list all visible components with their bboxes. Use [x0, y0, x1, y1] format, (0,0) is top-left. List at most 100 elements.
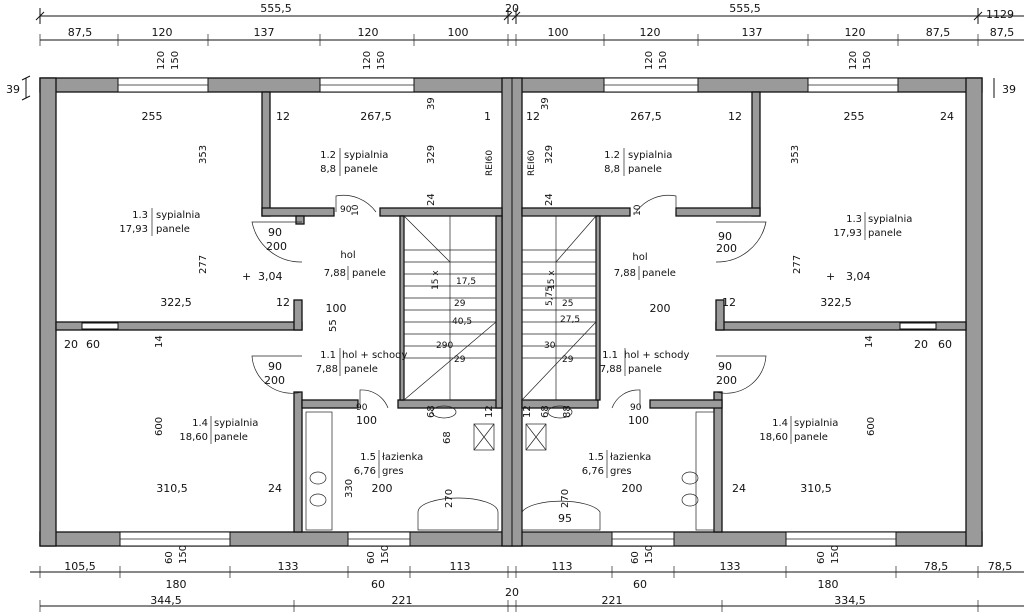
dim-label: 344,5: [150, 594, 182, 607]
stair-label: 29: [454, 299, 466, 309]
dim-label: 90: [340, 205, 352, 215]
fire-rating-label: REI60: [527, 150, 537, 176]
dim-label: 100: [548, 26, 569, 39]
dim-label: 277: [792, 255, 803, 274]
dim-label: 12: [728, 110, 742, 123]
dim-label: 600: [866, 417, 877, 436]
stair-label: 29: [454, 355, 466, 365]
dim-label: 200: [716, 374, 737, 387]
dim-left-wall: 39: [6, 83, 20, 96]
dim-label: 10: [633, 204, 643, 216]
room-floor: panele: [352, 268, 386, 279]
bottom-dimensions: 105,5 133 113 113 133 78,5 78,5 60 150 6…: [30, 545, 1024, 612]
dim-label: 12: [522, 405, 533, 418]
dim-label: 137: [254, 26, 275, 39]
dim-label: 68: [540, 405, 551, 418]
dim-label: 353: [790, 145, 801, 164]
dim-label: 277: [198, 255, 209, 274]
room-floor: gres: [382, 466, 404, 477]
room-area: 6,76: [354, 466, 376, 477]
dim-label: 90: [356, 403, 368, 413]
dim-label: 120: [358, 26, 379, 39]
bathroom-fixtures: [305, 405, 715, 531]
stair-label: 5,75: [545, 286, 555, 306]
dim-label: 200: [622, 482, 643, 495]
dim-label: 329: [426, 145, 437, 164]
room-number: 1.3: [132, 210, 148, 221]
dim-label: 221: [602, 594, 623, 607]
dim-label: 24: [268, 482, 282, 495]
dim-label: 120: [845, 26, 866, 39]
dim-label: 90: [268, 226, 282, 239]
room-area: 7,88: [600, 364, 622, 375]
stairs-right: [521, 215, 597, 401]
dim-window-height: 150: [380, 545, 391, 564]
dim-label: 120: [640, 26, 661, 39]
left-stairs-labels: 15 x 17,5 29 40,5 290 29: [431, 270, 476, 365]
stair-label: 290: [436, 341, 453, 351]
dim-label: 12: [276, 110, 290, 123]
dim-label: 87,5: [68, 26, 93, 39]
dim-label: 12: [276, 296, 290, 309]
outer-walls: [39, 77, 983, 547]
room-name: łazienka: [382, 452, 423, 463]
room-number: 1.1: [320, 350, 336, 361]
dim-label: 87,5: [926, 26, 951, 39]
room-floor: panele: [214, 432, 248, 443]
bottom-windows: [119, 531, 897, 547]
room-number: 1.4: [192, 418, 208, 429]
dim-label: 267,5: [360, 110, 392, 123]
dim-label: 14: [154, 335, 165, 348]
room-area: 18,60: [759, 432, 788, 443]
dim-label: 137: [742, 26, 763, 39]
dim-label: 329: [544, 145, 555, 164]
room-name: łazienka: [610, 452, 651, 463]
door-swings: [251, 195, 767, 409]
dim-label: 1: [484, 110, 491, 123]
dim-label: 60: [86, 338, 100, 351]
dim-label: 55: [328, 319, 339, 332]
dim-label: 180: [166, 578, 187, 591]
dim-label: 10: [351, 204, 361, 216]
dim-label: 90: [268, 360, 282, 373]
dim-window-height: 120: [156, 51, 167, 70]
level-mark-icon: +: [242, 270, 251, 283]
dim-label: 20: [64, 338, 78, 351]
right-internal-walls: [521, 91, 967, 533]
level-mark-icon: +: [826, 270, 835, 283]
stairs-left: [403, 215, 497, 401]
dim-label: 180: [818, 578, 839, 591]
room-floor: panele: [794, 432, 828, 443]
level-mark: 3,04: [258, 270, 283, 283]
dim-window-height: 150: [658, 51, 669, 70]
dim-label: 330: [344, 479, 355, 498]
stair-label: 15 x: [431, 270, 441, 290]
stair-label: 15 x: [547, 270, 557, 290]
left-inner-dims: 255 12 267,5 39 1 353 329 24 277 322,5 1…: [64, 97, 495, 508]
dim-label: 255: [142, 110, 163, 123]
dim-label: 39: [426, 97, 437, 110]
right-inner-dims: 39 12 267,5 12 255 24 353 329 24 REI60 9…: [522, 97, 954, 525]
dim-label: 270: [444, 489, 455, 508]
right-stairs-labels: 15 x 5,75 25 27,5 30 29: [544, 270, 580, 365]
dim-label: 24: [732, 482, 746, 495]
dim-label: 200: [650, 302, 671, 315]
dim-label: 322,5: [820, 296, 852, 309]
dim-window-height: 150: [830, 545, 841, 564]
dim-label: 105,5: [64, 560, 96, 573]
dim-label: 133: [278, 560, 299, 573]
stair-label: 40,5: [452, 317, 472, 327]
room-floor: panele: [628, 164, 662, 175]
dim-window-height: 60: [816, 551, 827, 564]
room-floor: gres: [610, 466, 632, 477]
dim-label: 60: [938, 338, 952, 351]
room-area: 6,76: [582, 466, 604, 477]
dim-label: 200: [372, 482, 393, 495]
dim-label: 221: [392, 594, 413, 607]
dim-label: 20: [914, 338, 928, 351]
room-number: 1.2: [320, 150, 336, 161]
dim-window-height: 150: [376, 51, 387, 70]
dim-label: 334,5: [834, 594, 866, 607]
dim-label: 200: [264, 374, 285, 387]
room-floor: panele: [642, 268, 676, 279]
